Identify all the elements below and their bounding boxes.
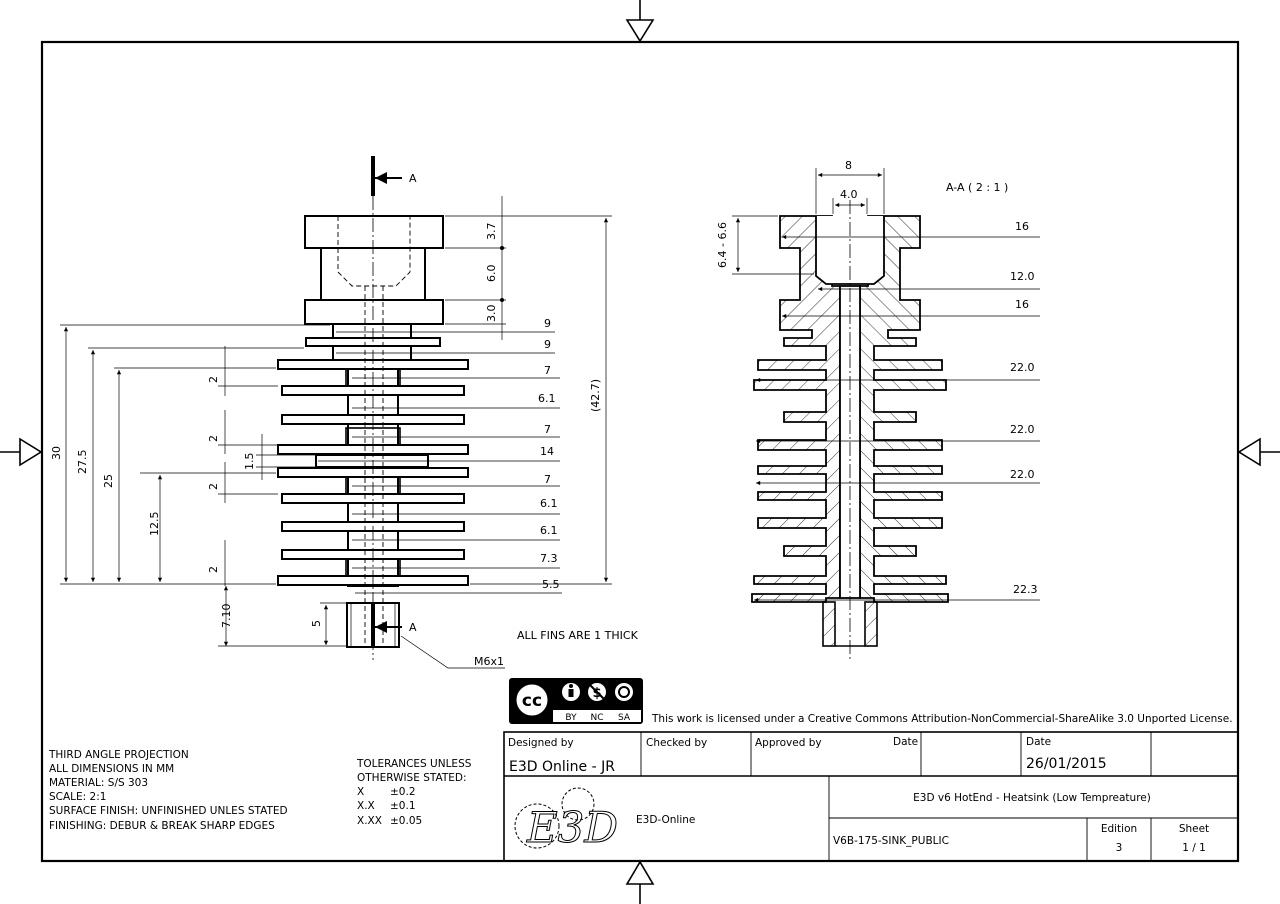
approved-date-label: Date	[893, 736, 918, 748]
section-view	[732, 168, 1040, 660]
svg-text:25: 25	[102, 474, 115, 488]
thread-callout: M6x1	[474, 655, 504, 668]
svg-text:7: 7	[544, 473, 551, 486]
svg-text:ALL DIMENSIONS IN MM: ALL DIMENSIONS IN MM	[49, 763, 174, 775]
svg-text:6.0: 6.0	[485, 265, 498, 283]
front-right-dim-labels: 9 9 7 6.1 7 14 7 6.1 6.1 7.3 5.5	[538, 317, 560, 591]
svg-text:12.0: 12.0	[1010, 270, 1035, 283]
company-name: E3D-Online	[636, 814, 695, 826]
svg-text:27.5: 27.5	[76, 450, 89, 475]
cc-icon: cc	[522, 691, 542, 711]
sheet-label: Sheet	[1179, 823, 1209, 835]
date-value: 26/01/2015	[1026, 756, 1107, 772]
svg-text:TOLERANCES UNLESS: TOLERANCES UNLESS	[356, 758, 472, 770]
svg-text:OTHERWISE STATED:: OTHERWISE STATED:	[357, 772, 467, 784]
svg-text:4.0: 4.0	[840, 188, 858, 201]
svg-text:16: 16	[1015, 220, 1029, 233]
cc-license-badge: cc $ BY NC SA	[509, 678, 643, 724]
sheet-value: 1 / 1	[1182, 842, 1206, 854]
license-text: This work is licensed under a Creative C…	[651, 713, 1233, 725]
designed-by-label: Designed by	[508, 737, 574, 749]
svg-text:22.3: 22.3	[1013, 583, 1038, 596]
front-vertical-dim-labels: 3.7 6.0 3.0 (42.7) 30 27.5 25 12.5 2 2 2…	[50, 223, 602, 629]
svg-text:X: X	[357, 786, 364, 798]
svg-text:3.0: 3.0	[485, 305, 498, 323]
svg-text:2: 2	[207, 435, 220, 442]
svg-text:6.1: 6.1	[540, 524, 558, 537]
section-dim-labels: 8 4.0 6.4 - 6.6 16 12.0 16 22.0 22.0 22.…	[716, 159, 1038, 596]
svg-text:2: 2	[207, 566, 220, 573]
checked-by-label: Checked by	[646, 737, 707, 749]
svg-text:FINISHING: DEBUR & BREAK SHARP: FINISHING: DEBUR & BREAK SHARP EDGES	[49, 820, 275, 832]
svg-text:SURFACE FINISH: UNFINISHED UNL: SURFACE FINISH: UNFINISHED UNLES STATED	[49, 805, 288, 817]
svg-text:BY: BY	[565, 713, 577, 723]
svg-text:SCALE: 2:1: SCALE: 2:1	[49, 791, 106, 803]
svg-text:7: 7	[544, 423, 551, 436]
svg-text:6.1: 6.1	[538, 392, 556, 405]
svg-text:5: 5	[310, 620, 323, 627]
svg-text:X.X: X.X	[357, 800, 375, 812]
svg-text:(42.7): (42.7)	[589, 379, 602, 412]
svg-text:MATERIAL: S/S 303: MATERIAL: S/S 303	[49, 777, 148, 789]
svg-text:12.5: 12.5	[148, 512, 161, 537]
cut-marker-bottom: A	[409, 621, 417, 634]
sheet-border	[40, 40, 1240, 863]
svg-text:22.0: 22.0	[1010, 423, 1035, 436]
svg-text:SA: SA	[618, 713, 631, 723]
cut-marker-top: A	[409, 172, 417, 185]
date-label: Date	[1026, 736, 1051, 748]
designed-by-value: E3D Online - JR	[509, 759, 615, 775]
section-view-label: A-A ( 2 : 1 )	[946, 181, 1008, 194]
e3d-logo: E3D	[514, 787, 619, 853]
drawing-title: E3D v6 HotEnd - Heatsink (Low Tempreatur…	[913, 792, 1151, 804]
general-notes: THIRD ANGLE PROJECTION ALL DIMENSIONS IN…	[48, 749, 288, 832]
svg-text:2: 2	[207, 376, 220, 383]
part-number: V6B-175-SINK_PUBLIC	[833, 835, 949, 847]
fins-note: ALL FINS ARE 1 THICK	[517, 629, 639, 642]
svg-text:±0.1: ±0.1	[390, 800, 416, 812]
svg-text:2: 2	[207, 483, 220, 490]
svg-text:3.7: 3.7	[485, 223, 498, 241]
svg-text:14: 14	[540, 445, 554, 458]
svg-text:9: 9	[544, 317, 551, 330]
edition-value: 3	[1116, 842, 1123, 854]
svg-text:5.5: 5.5	[542, 578, 560, 591]
svg-text:7.10: 7.10	[220, 604, 233, 629]
svg-text:X.XX: X.XX	[357, 815, 382, 827]
svg-text:7: 7	[544, 364, 551, 377]
svg-text:±0.05: ±0.05	[390, 815, 422, 827]
svg-text:22.0: 22.0	[1010, 361, 1035, 374]
svg-text:22.0: 22.0	[1010, 468, 1035, 481]
svg-text:16: 16	[1015, 298, 1029, 311]
svg-text:NC: NC	[590, 713, 603, 723]
edition-label: Edition	[1101, 823, 1137, 835]
logo-lettering: E3D	[526, 803, 618, 852]
svg-text:THIRD ANGLE PROJECTION: THIRD ANGLE PROJECTION	[48, 749, 189, 761]
front-view	[60, 156, 612, 669]
nc-dollar-icon: $	[592, 686, 601, 701]
svg-text:8: 8	[845, 159, 852, 172]
svg-text:30: 30	[50, 446, 63, 460]
title-block	[503, 731, 1239, 862]
svg-text:1.5: 1.5	[243, 453, 256, 471]
svg-text:9: 9	[544, 338, 551, 351]
tolerances-table: TOLERANCES UNLESS OTHERWISE STATED: X ±0…	[356, 758, 472, 827]
svg-text:7.3: 7.3	[540, 552, 558, 565]
svg-text:6.4 - 6.6: 6.4 - 6.6	[716, 222, 729, 268]
approved-by-label: Approved by	[755, 737, 822, 749]
svg-text:±0.2: ±0.2	[390, 786, 416, 798]
svg-text:6.1: 6.1	[540, 497, 558, 510]
